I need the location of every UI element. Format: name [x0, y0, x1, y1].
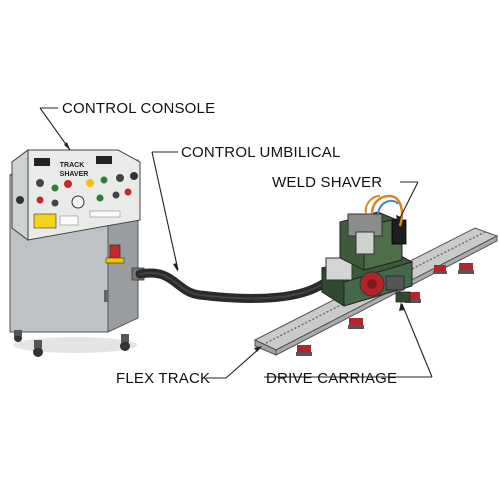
- caster-wheel-icon: [33, 347, 43, 357]
- knob-icon: [116, 174, 124, 182]
- green-button-icon: [100, 176, 108, 184]
- red-button-icon: [64, 180, 72, 188]
- shaver-motor-icon: [391, 219, 407, 245]
- label-drive-carriage: DRIVE CARRIAGE: [266, 370, 397, 387]
- display-left: [34, 158, 50, 166]
- label-weld-shaver: WELD SHAVER: [272, 174, 382, 191]
- red-button-icon: [36, 196, 44, 204]
- label-flex-track: FLEX TRACK: [116, 370, 210, 387]
- label-control-umbilical: CONTROL UMBILICAL: [181, 144, 341, 161]
- console-title-line1: TRACK: [60, 162, 85, 169]
- weld-shaver: [339, 194, 407, 271]
- knob-icon: [36, 179, 44, 187]
- green-button-icon: [51, 184, 59, 192]
- track-foot-icon: [296, 345, 312, 356]
- display-right: [96, 156, 112, 164]
- yellow-button-icon: [86, 179, 94, 187]
- warning-label-icon: [33, 213, 57, 229]
- track-foot-icon: [458, 263, 474, 274]
- gauge-icon: [71, 195, 85, 209]
- knob-icon: [51, 199, 59, 207]
- control-console: TRACK SHAVER: [9, 149, 145, 357]
- green-button-icon: [96, 194, 104, 202]
- track-foot-icon: [433, 265, 447, 274]
- knob-icon: [112, 191, 120, 199]
- console-title-line2: SHAVER: [60, 171, 89, 178]
- label-control-console: CONTROL CONSOLE: [62, 100, 215, 117]
- track-foot-icon: [405, 292, 421, 303]
- track-foot-icon: [348, 318, 364, 329]
- caster-wheel-icon: [120, 341, 130, 351]
- drive-motor-icon: [359, 271, 385, 297]
- red-button-icon: [124, 188, 132, 196]
